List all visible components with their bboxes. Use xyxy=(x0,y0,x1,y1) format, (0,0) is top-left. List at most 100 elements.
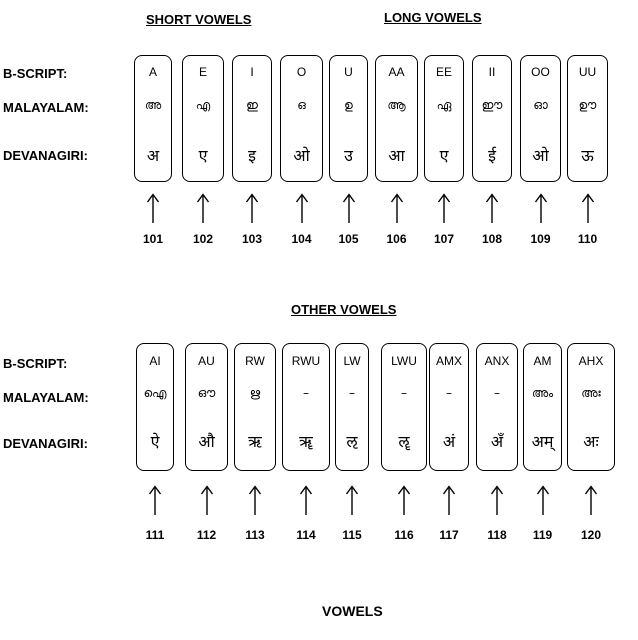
vowel-code: 118 xyxy=(487,528,507,542)
bscript-letter: ANX xyxy=(484,354,510,368)
vowels-caption: VOWELS xyxy=(322,603,383,619)
up-arrow-icon xyxy=(196,193,210,223)
vowel-card: AMX – अं xyxy=(429,343,469,471)
vowel-code: 119 xyxy=(532,528,553,542)
devanagari-letter: अम् xyxy=(531,432,554,451)
vowel-card: O ഒ ओ xyxy=(280,55,323,182)
up-arrow-icon xyxy=(342,193,355,223)
up-arrow-icon xyxy=(146,193,160,223)
vowel-card: U ഉ उ xyxy=(329,55,368,182)
bscript-letter: OO xyxy=(531,65,550,79)
row1-malayalam-label: MALAYALAM: xyxy=(3,100,89,115)
up-arrow-icon xyxy=(397,485,411,515)
row1-devanagiri-label: DEVANAGIRI: xyxy=(3,148,88,163)
malayalam-letter: ഒ xyxy=(297,98,306,112)
vowel-card: LWU–ॡ xyxy=(381,343,427,471)
up-arrow-icon xyxy=(437,193,451,223)
devanagari-letter: औ xyxy=(198,432,215,451)
devanagari-letter: ऌ xyxy=(346,432,358,451)
malayalam-letter: – xyxy=(446,386,452,400)
vowel-code: 114 xyxy=(296,528,316,542)
vowel-card: I ഇ इ xyxy=(232,55,272,182)
vowel-code: 106 xyxy=(386,232,407,246)
up-arrow-icon xyxy=(584,485,598,515)
bscript-letter: RW xyxy=(245,354,265,368)
bscript-letter: AM xyxy=(533,354,552,368)
malayalam-letter: അ xyxy=(144,98,162,112)
up-arrow-icon xyxy=(581,193,594,223)
bscript-letter: LW xyxy=(343,354,361,368)
short-vowels-heading: SHORT VOWELS xyxy=(146,12,252,27)
vowel-code: 116 xyxy=(394,528,414,542)
up-arrow-icon xyxy=(534,193,547,223)
vowel-code: 117 xyxy=(439,528,459,542)
devanagari-letter: इ xyxy=(248,146,256,165)
devanagari-letter: ओ xyxy=(532,146,549,165)
up-arrow-icon xyxy=(490,485,504,515)
vowel-code: 109 xyxy=(530,232,551,246)
malayalam-letter: ഈ xyxy=(481,98,503,112)
other-vowels-heading: OTHER VOWELS xyxy=(291,302,397,317)
bscript-letter: AA xyxy=(388,65,405,79)
malayalam-letter: – xyxy=(349,386,355,400)
bscript-letter: AI xyxy=(149,354,161,368)
vowel-code: 110 xyxy=(577,232,598,246)
up-arrow-icon xyxy=(345,485,359,515)
up-arrow-icon xyxy=(485,193,499,223)
bscript-letter: UU xyxy=(578,65,597,79)
row1-bscript-label: B-SCRIPT: xyxy=(3,66,68,81)
row2-devanagiri-label: DEVANAGIRI: xyxy=(3,436,88,451)
up-arrow-icon xyxy=(390,193,403,223)
devanagari-letter: अँ xyxy=(490,432,504,451)
vowel-code: 112 xyxy=(196,528,217,542)
row2-bscript-label: B-SCRIPT: xyxy=(3,356,68,371)
malayalam-letter: ആ xyxy=(387,98,406,112)
vowel-code: 111 xyxy=(145,528,165,542)
vowel-code: 105 xyxy=(338,232,359,246)
devanagari-letter: ए xyxy=(439,146,449,165)
devanagari-letter: अं xyxy=(442,432,456,451)
vowel-card: RWU–ॠ xyxy=(282,343,330,471)
malayalam-letter: അം xyxy=(531,386,554,400)
bscript-letter: AMX xyxy=(435,354,462,368)
bscript-letter: EE xyxy=(435,65,452,79)
malayalam-letter: ഉ xyxy=(344,98,353,112)
malayalam-letter: ഇ xyxy=(246,98,258,112)
bscript-letter: AHX xyxy=(578,354,604,368)
malayalam-letter: ഓ xyxy=(533,98,548,112)
bscript-letter: AU xyxy=(198,354,215,368)
vowel-card: ANX – अँ xyxy=(476,343,518,471)
malayalam-letter: ഐ xyxy=(143,386,167,400)
malayalam-letter: അഃ xyxy=(581,386,601,400)
vowel-code: 104 xyxy=(291,232,312,246)
up-arrow-icon xyxy=(148,485,162,515)
bscript-letter: U xyxy=(344,65,353,79)
vowel-card: OO ഓ ओ xyxy=(520,55,561,182)
devanagari-letter: ॠ xyxy=(299,432,313,451)
malayalam-letter: എ xyxy=(195,98,211,112)
bscript-letter: I xyxy=(250,65,254,79)
up-arrow-icon xyxy=(245,193,259,223)
up-arrow-icon xyxy=(200,485,213,515)
devanagari-letter: ओ xyxy=(293,146,310,165)
vowel-card: LW – ऌ xyxy=(335,343,369,471)
up-arrow-icon xyxy=(248,485,262,515)
row2-malayalam-label: MALAYALAM: xyxy=(3,390,89,405)
vowel-code: 101 xyxy=(142,232,164,246)
up-arrow-icon xyxy=(295,193,308,223)
vowel-code: 120 xyxy=(580,528,602,542)
devanagari-letter: उ xyxy=(344,146,353,165)
bscript-letter: LWU xyxy=(391,354,417,368)
malayalam-letter: – xyxy=(494,386,500,400)
vowel-code: 103 xyxy=(241,232,263,246)
malayalam-letter: – xyxy=(401,386,407,400)
bscript-letter: A xyxy=(148,65,157,79)
bscript-letter: O xyxy=(296,65,307,79)
